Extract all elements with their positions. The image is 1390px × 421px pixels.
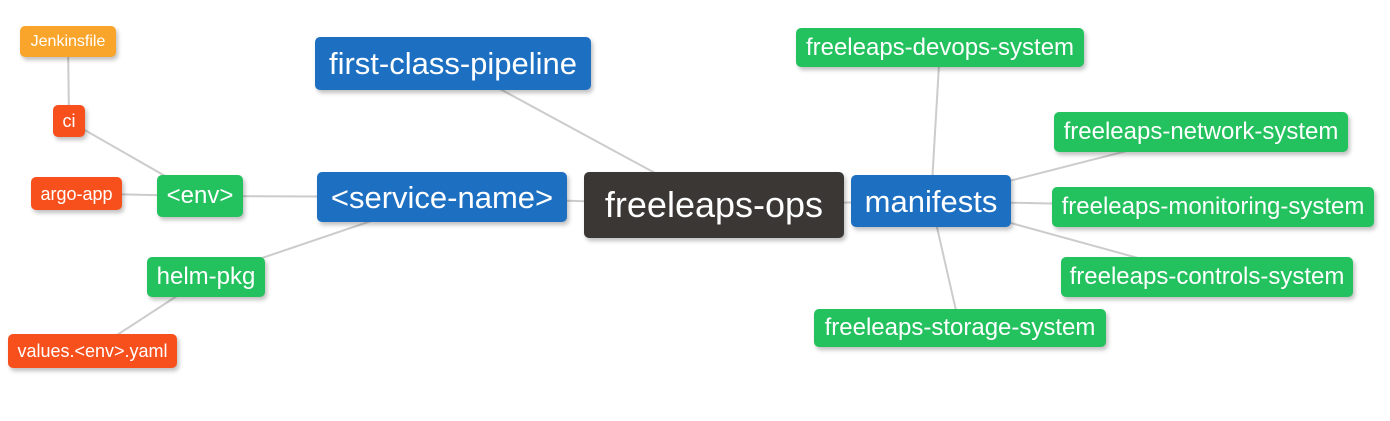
node-env[interactable]: <env>	[157, 175, 243, 217]
node-values-env-yaml[interactable]: values.<env>.yaml	[8, 334, 177, 368]
node-ci[interactable]: ci	[53, 105, 85, 137]
node-manifests[interactable]: manifests	[851, 175, 1011, 227]
node-devops-system[interactable]: freeleaps-devops-system	[796, 28, 1084, 67]
node-controls-system[interactable]: freeleaps-controls-system	[1061, 257, 1353, 297]
node-monitoring-system[interactable]: freeleaps-monitoring-system	[1052, 187, 1374, 227]
node-network-system[interactable]: freeleaps-network-system	[1054, 112, 1348, 152]
node-argo-app[interactable]: argo-app	[31, 177, 122, 210]
node-freeleaps-ops[interactable]: freeleaps-ops	[584, 172, 844, 238]
node-helm-pkg[interactable]: helm-pkg	[147, 257, 265, 297]
node-jenkinsfile[interactable]: Jenkinsfile	[20, 26, 116, 57]
node-storage-system[interactable]: freeleaps-storage-system	[814, 309, 1106, 347]
node-first-class-pipeline[interactable]: first-class-pipeline	[315, 37, 591, 90]
node-service-name[interactable]: <service-name>	[317, 172, 567, 222]
